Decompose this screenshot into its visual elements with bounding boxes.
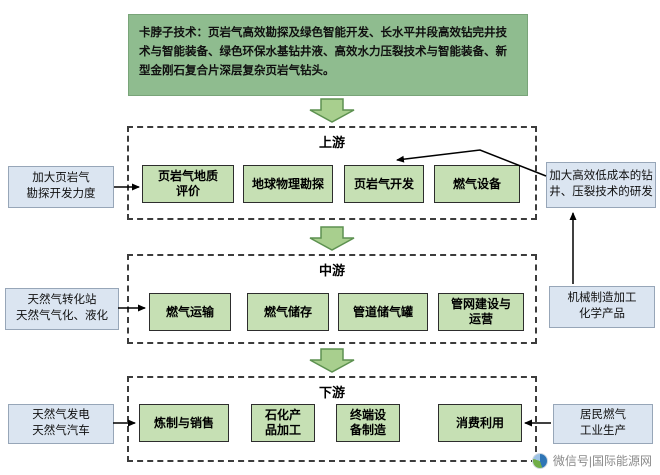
node-geophysical-exploration: 地球物理勘探	[243, 165, 333, 203]
watermark-text: 微信号|国际能源网	[552, 454, 652, 468]
banner-body-text: 页岩气高效勘探及绿色智能开发、长水平井段高效钻完井技术与智能装备、绿色环保水基钻…	[139, 27, 507, 77]
section-midstream-label: 中游	[318, 263, 345, 278]
section-downstream-label: 下游	[318, 385, 345, 400]
node-shale-gas-geology-evaluation: 页岩气地质 评价	[142, 165, 234, 203]
watermark: 微信号|国际能源网	[531, 452, 652, 469]
node-petrochemical-processing: 石化产 品加工	[251, 404, 315, 442]
note-drilling-fracturing-rnd: 加大高效低成本的钻 井、压裂技术的研发	[546, 162, 656, 208]
node-pipeline-network-operation: 管网建设与 运营	[438, 293, 524, 331]
node-pipeline-storage-tank: 管道储气罐	[338, 293, 428, 331]
node-gas-transport: 燃气运输	[149, 293, 231, 331]
note-increase-exploration-effort: 加大页岩气 勘探开发力度	[8, 166, 114, 208]
node-terminal-equipment-manufacturing: 终端设 备制造	[336, 404, 400, 442]
section-upstream-label: 上游	[318, 135, 345, 150]
flow-arrow-banner-to-upstream-icon	[309, 98, 355, 123]
node-gas-storage: 燃气储存	[247, 293, 329, 331]
flow-arrow-upstream-to-midstream-icon	[309, 226, 355, 251]
bottleneck-tech-banner: 卡脖子技术：页岩气高效勘探及绿色智能开发、长水平井段高效钻完井技术与智能装备、绿…	[128, 14, 528, 96]
section-downstream: 下游	[127, 376, 537, 462]
note-machinery-chemical-products: 机械制造加工 化学产品	[549, 286, 655, 328]
note-residential-industrial-use: 居民燃气 工业生产	[553, 404, 653, 444]
section-midstream: 中游	[127, 254, 537, 344]
node-gas-equipment: 燃气设备	[434, 165, 520, 203]
energy-site-logo-icon	[531, 452, 548, 469]
note-gas-power-and-vehicles: 天然气发电 天然气汽车	[8, 404, 114, 444]
node-refining-and-sales: 炼制与销售	[139, 404, 229, 442]
node-shale-gas-development: 页岩气开发	[344, 165, 424, 203]
note-gas-conversion-station: 天然气转化站 天然气气化、液化	[5, 288, 119, 330]
node-consumption-utilization: 消费利用	[438, 404, 522, 442]
flow-arrow-midstream-to-downstream-icon	[309, 348, 355, 373]
banner-lead-text: 卡脖子技术：	[139, 27, 208, 39]
